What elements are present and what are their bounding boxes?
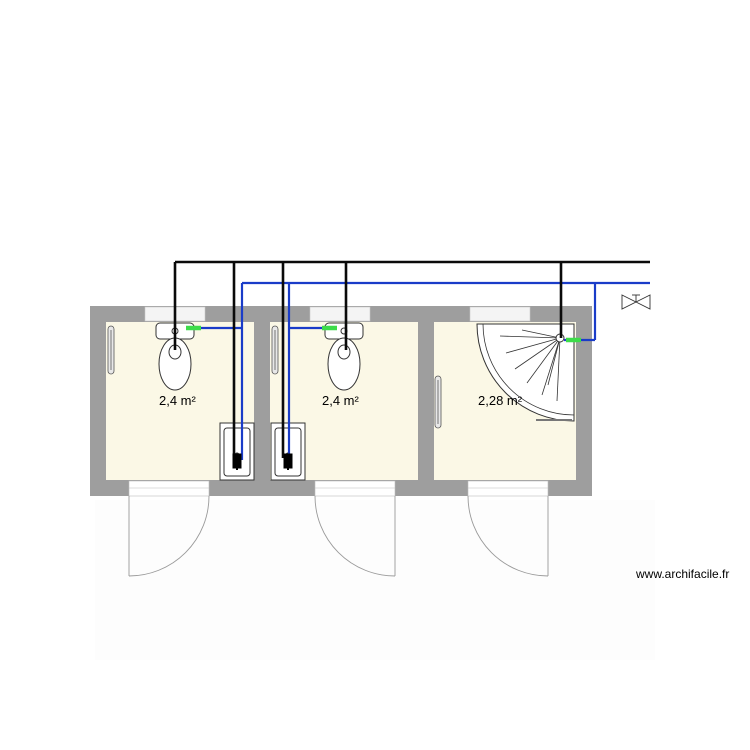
towel-rail-icon (271, 325, 279, 375)
corner-shower-icon[interactable] (476, 323, 575, 422)
room-3-area-label: 2,28 m² (478, 393, 523, 408)
door-opening-1 (128, 480, 210, 497)
towel-rail-icon (107, 325, 115, 375)
door-1[interactable] (128, 495, 210, 577)
door-3[interactable] (467, 495, 549, 577)
black-drain-pipes (173, 260, 650, 458)
towel-rail-icon (434, 375, 442, 429)
room-1-area-label: 2,4 m² (159, 393, 196, 408)
window-2 (309, 306, 371, 322)
door-opening-2 (314, 480, 396, 497)
door-2[interactable] (314, 495, 396, 577)
toilet-icon[interactable] (324, 322, 364, 391)
door-opening-3 (467, 480, 549, 497)
sink-icon[interactable] (219, 422, 255, 481)
watermark-text: www.archifacile.fr (636, 567, 730, 581)
sink-tap-icon (232, 453, 293, 469)
green-fittings (186, 325, 581, 343)
plan-background (95, 500, 655, 660)
room-2-area-label: 2,4 m² (322, 393, 359, 408)
valve-symbol-icon (621, 294, 651, 310)
window-3 (469, 306, 531, 322)
